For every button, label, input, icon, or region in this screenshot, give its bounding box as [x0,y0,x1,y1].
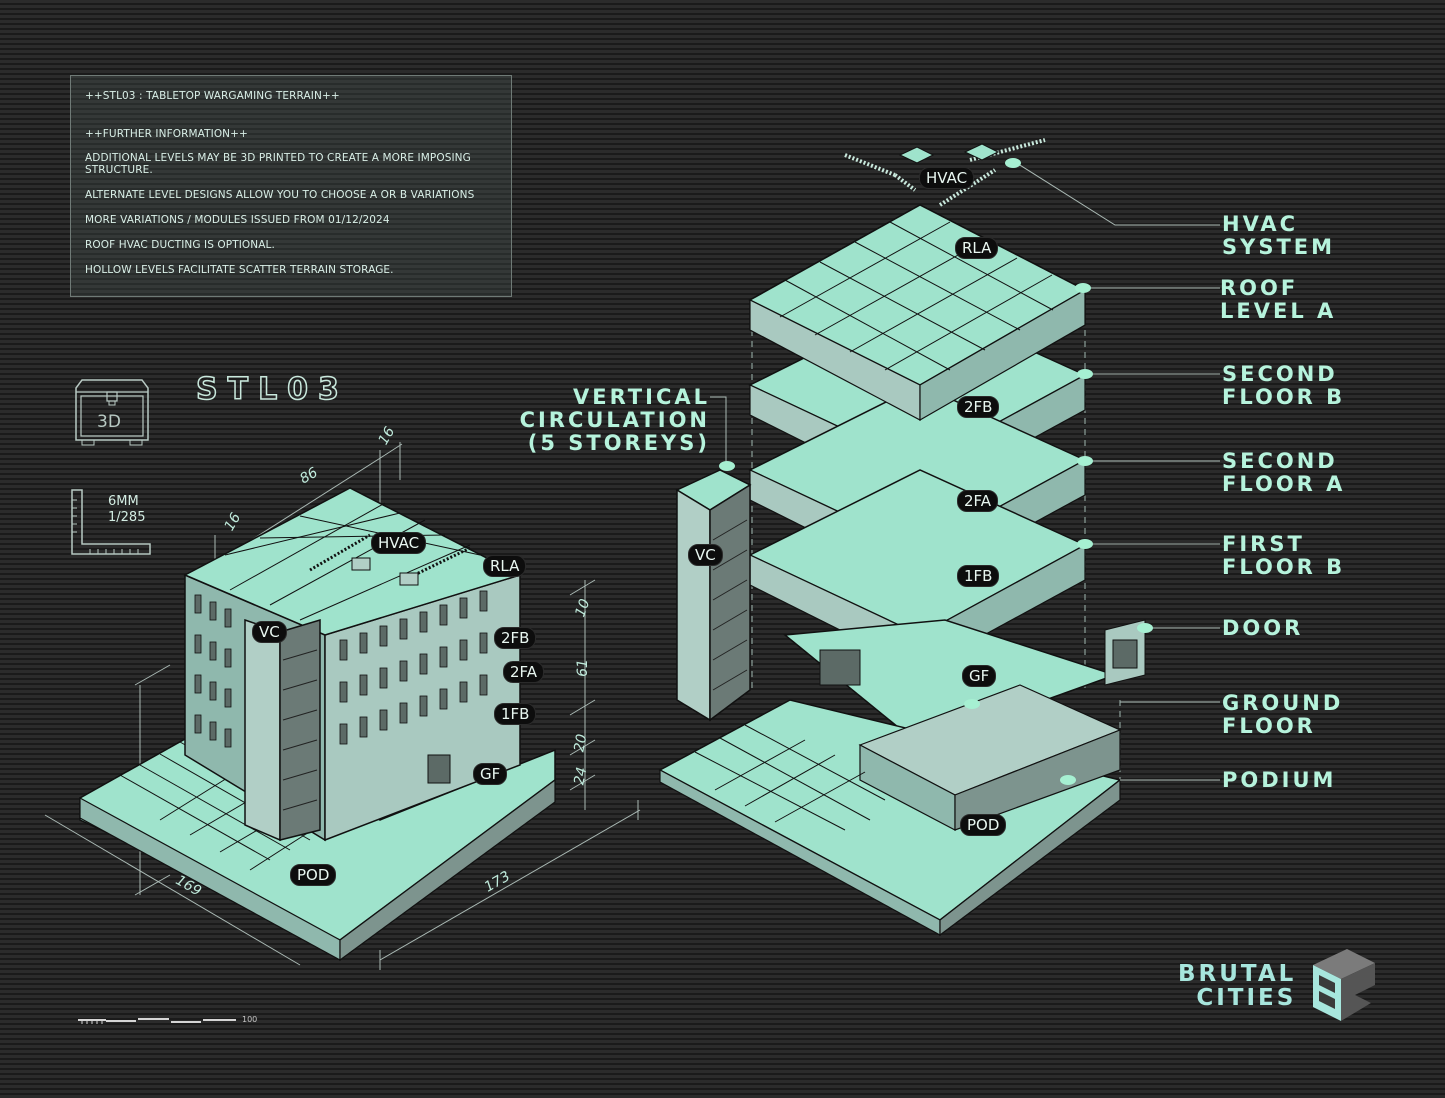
tag-hvac: HVAC [371,532,427,554]
brand-wordmark: BRUTAL CITIES [1178,962,1296,1010]
info-subtitle: ++FURTHER INFORMATION++ [85,128,248,140]
info-panel: ++STL03 : TABLETOP WARGAMING TERRAIN++ +… [70,75,512,297]
legend-line: FLOOR A [1222,472,1346,496]
assembled-building-drawing [40,420,660,970]
brand-line-1: BRUTAL [1178,961,1297,987]
legend-line: FLOOR B [1222,385,1346,409]
scale-ratio: 1/285 [108,510,146,525]
scale-bar-end-label: 100 [242,1015,258,1024]
tag-2fa: 2FA [503,661,545,683]
legend-line: FIRST [1222,532,1305,556]
hvac-anchor-dot [1005,158,1021,168]
vc-callout: VERTICAL CIRCULATION (5 STOREYS) [488,386,710,455]
info-line: MORE VARIATIONS / MODULES ISSUED FROM 01… [85,214,390,226]
legend-line: HVAC [1222,212,1299,236]
ruler-icon [70,488,152,556]
legend-leader-lines [1014,161,1220,781]
legend-second-floor-a: SECOND FLOOR A [1222,450,1345,496]
exploded-building-drawing [655,130,1215,940]
tag-rla: RLA [483,555,527,577]
legend-line: SECOND [1222,362,1338,386]
tag-gf: GF [473,763,508,785]
scale-size: 6MM [108,494,139,509]
scale-info: 6MM 1/285 [108,494,145,526]
brand-line-2: CITIES [1196,985,1297,1011]
legend-podium: PODIUM [1222,769,1336,792]
vc-callout-line: CIRCULATION [519,408,710,432]
info-line: ALTERNATE LEVEL DESIGNS ALLOW YOU TO CHO… [85,189,475,201]
dim-height-ground: 20 [571,732,591,754]
vc-callout-line: VERTICAL [572,385,710,409]
info-line: HOLLOW LEVELS FACILITATE SCATTER TERRAIN… [85,264,394,276]
tag-hvac-exploded: HVAC [919,167,975,189]
gf-anchor-dot [964,699,980,709]
tag-2fb-exploded: 2FB [957,396,1000,418]
legend-first-floor-b: FIRST FLOOR B [1222,533,1345,579]
vc-callout-line: (5 STOREYS) [527,431,710,455]
legend-second-floor-b: SECOND FLOOR B [1222,363,1345,409]
model-code-title: STL03 [195,371,349,408]
tag-vc: VC [252,621,287,643]
pod-anchor-dot [1060,775,1076,785]
tag-pod: POD [290,864,337,886]
dim-height-floors: 61 [574,659,591,677]
legend-line: GROUND [1222,691,1344,715]
tag-1fb-exploded: 1FB [957,565,1000,587]
tag-2fa-exploded: 2FA [957,490,999,512]
tag-pod-exploded: POD [960,814,1007,836]
info-line: ADDITIONAL LEVELS MAY BE 3D PRINTED TO C… [85,152,471,176]
legend-line: ROOF [1220,276,1299,300]
door-anchor-dot [1137,623,1153,633]
legend-door: DOOR [1222,617,1303,640]
legend-ground-floor: GROUND FLOOR [1222,692,1343,738]
scale-bar [78,1018,236,1024]
tag-gf-exploded: GF [962,665,997,687]
legend-line: DOOR [1222,616,1304,640]
legend-roof-level-a: ROOF LEVEL A [1220,277,1336,323]
rla-anchor-dot [1075,283,1091,293]
legend-line: PODIUM [1222,768,1337,792]
legend-line: LEVEL A [1220,299,1337,323]
legend-line: SYSTEM [1222,235,1336,259]
tag-2fb: 2FB [494,627,537,649]
printer-icon-label: 3D [97,412,121,432]
1fb-anchor-dot [1077,539,1093,549]
legend-hvac-system: HVAC SYSTEM [1222,213,1335,259]
vc-anchor-dot [719,461,735,471]
tag-rla-exploded: RLA [955,237,999,259]
legend-line: FLOOR [1222,714,1316,738]
tag-1fb: 1FB [494,703,537,725]
2fb-anchor-dot [1077,369,1093,379]
brand-cube-logo-icon [1313,949,1375,1021]
2fa-anchor-dot [1077,456,1093,466]
info-title: ++STL03 : TABLETOP WARGAMING TERRAIN++ [85,90,340,102]
dim-height-podium: 24 [571,765,591,787]
legend-line: FLOOR B [1222,555,1346,579]
legend-line: SECOND [1222,449,1338,473]
info-line: ROOF HVAC DUCTING IS OPTIONAL. [85,239,275,251]
vc-leader-line [710,396,727,467]
3d-printer-icon: 3D [70,378,154,446]
tag-vc-exploded: VC [688,544,723,566]
